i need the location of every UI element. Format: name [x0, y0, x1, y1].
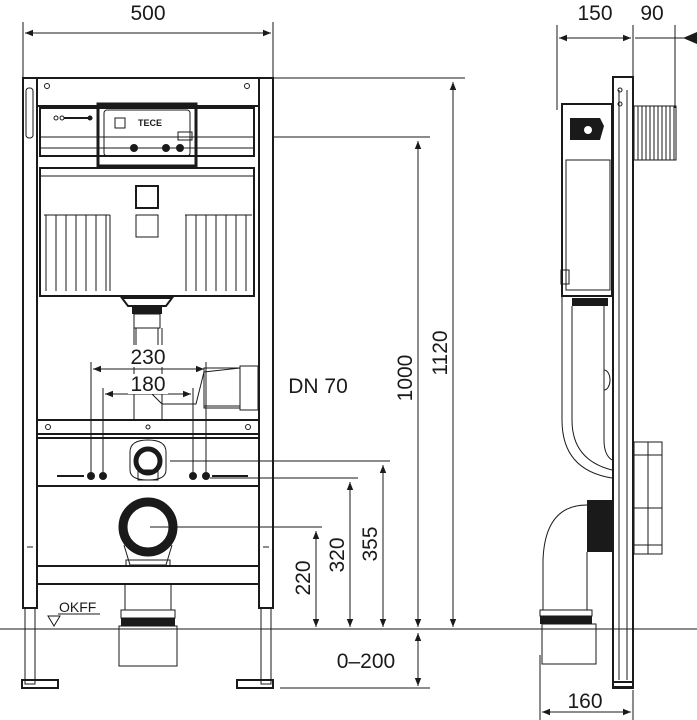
pipe-label: DN 70	[288, 375, 348, 398]
dim-320: 320	[326, 537, 349, 572]
side-cistern	[561, 103, 613, 297]
dim-220: 220	[292, 560, 315, 595]
drain-connection	[118, 497, 178, 567]
width-label: 500	[130, 2, 165, 25]
front-view: 500 TECE	[0, 2, 697, 689]
horizontal-dimensions: 230 180	[90, 345, 207, 476]
dim-160: 160	[567, 690, 602, 713]
side-view: 150 90	[539, 2, 697, 720]
dn70-pipe: DN 70	[147, 365, 348, 411]
dim-adjust-range: 0–200	[337, 650, 395, 673]
left-post	[22, 77, 38, 609]
okff-label: OKFF	[59, 599, 96, 615]
dim-150: 150	[577, 2, 612, 25]
vertical-dimensions: 220 320 355 1000 1120 0–200	[150, 77, 465, 689]
width-dimension: 500	[22, 2, 274, 80]
floor-marker: OKFF	[47, 599, 100, 627]
actuator-ribs	[633, 105, 677, 161]
left-ribs	[44, 214, 111, 291]
feed-connection	[129, 439, 167, 481]
right-ribs	[185, 214, 252, 291]
cistern	[39, 167, 255, 297]
dim-1000: 1000	[394, 355, 417, 402]
dim-1120: 1120	[429, 330, 452, 375]
side-drain-elbow	[539, 500, 612, 665]
dim-230: 230	[130, 346, 165, 369]
dim-180: 180	[130, 373, 165, 396]
dim-90: 90	[640, 2, 663, 25]
side-post	[612, 76, 634, 688]
brand-mark: TECE	[138, 118, 162, 128]
right-post	[258, 77, 274, 609]
dim-355: 355	[359, 526, 382, 561]
actuator-box: TECE	[96, 102, 198, 168]
